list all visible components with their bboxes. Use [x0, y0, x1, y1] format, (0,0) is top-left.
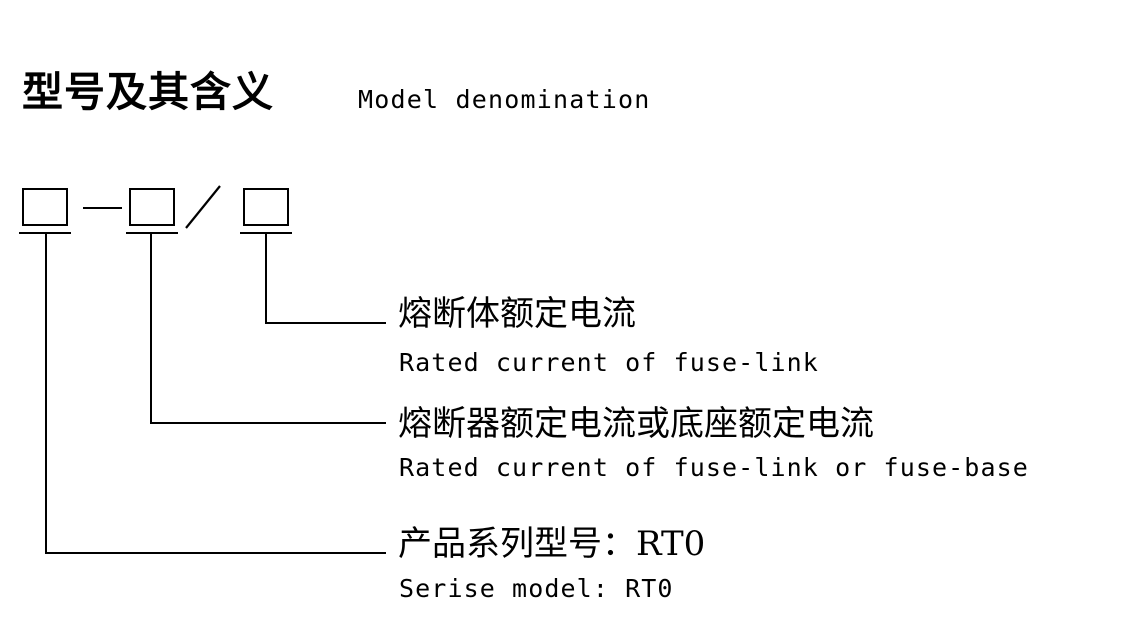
leader-vertical-box2: [150, 232, 152, 424]
callout-2-label-english: Rated current of fuse-link or fuse-base: [399, 453, 1029, 482]
leader-horizontal-box1: [45, 552, 386, 554]
callout-3-label-english: Serise model: RT0: [399, 574, 674, 603]
leader-vertical-box1: [45, 232, 47, 554]
callout-3-label-chinese: 产品系列型号：RT0: [398, 524, 706, 564]
page-title-chinese: 型号及其含义: [22, 68, 274, 116]
series-code-box: [22, 188, 68, 226]
fuse-link-rated-current-box: [243, 188, 289, 226]
leader-underline-box2: [126, 232, 178, 234]
leader-horizontal-box3: [265, 322, 386, 324]
callout-2-label-chinese: 熔断器额定电流或底座额定电流: [398, 404, 874, 444]
fuse-rated-current-box: [129, 188, 175, 226]
leader-vertical-box3: [265, 232, 267, 324]
leader-horizontal-box2: [150, 422, 386, 424]
callout-1-label-english: Rated current of fuse-link: [399, 348, 819, 377]
dash-separator-icon: [83, 207, 122, 209]
callout-1-label-chinese: 熔断体额定电流: [398, 294, 636, 334]
page-title-english: Model denomination: [358, 85, 651, 114]
slash-separator-icon: [182, 182, 226, 232]
